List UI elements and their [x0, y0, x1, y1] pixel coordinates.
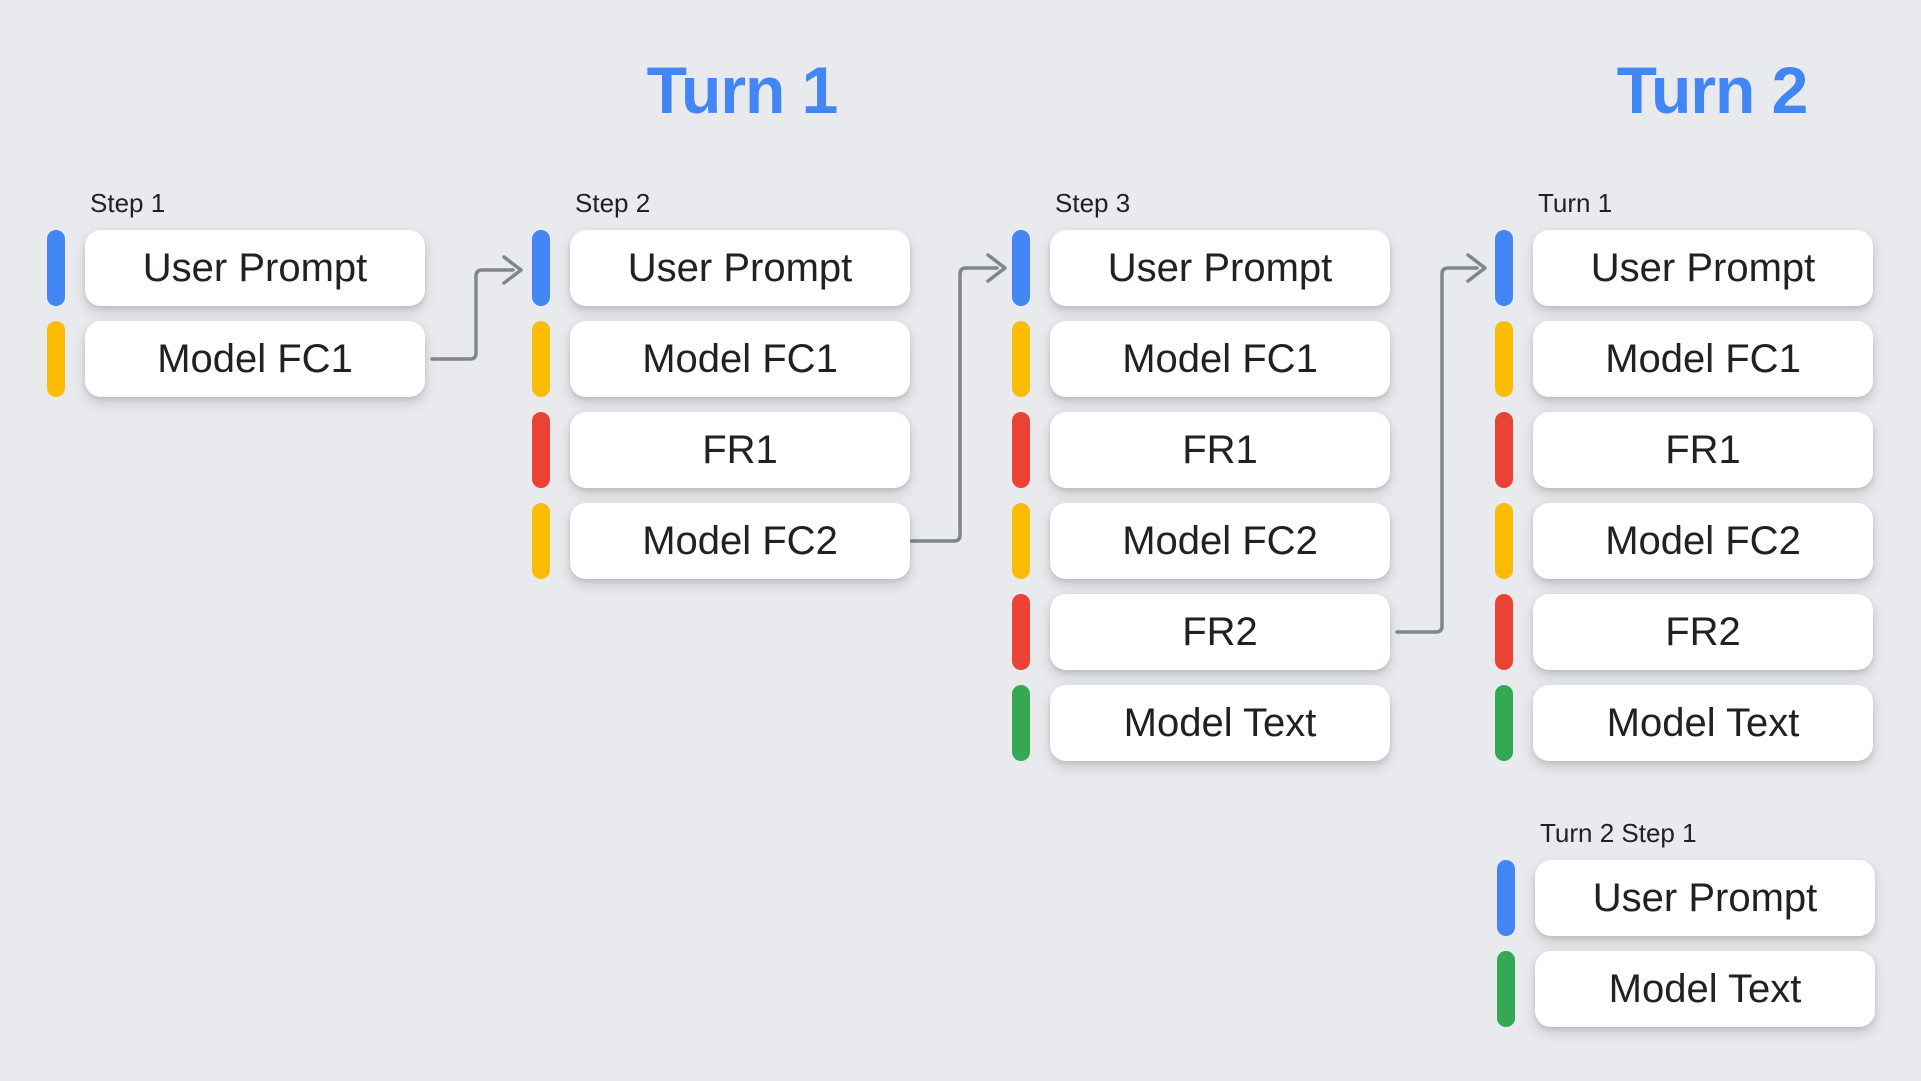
- column-label: Step 2: [575, 188, 651, 218]
- message-box: Model FC1: [570, 321, 910, 397]
- yellow-role-bar: [1495, 503, 1513, 579]
- column-label: Step 3: [1055, 188, 1131, 218]
- message-box: Model FC1: [85, 321, 425, 397]
- green-role-bar: [1497, 951, 1515, 1027]
- message-box: Model FC2: [1533, 503, 1873, 579]
- arrowhead-icon: [502, 255, 523, 285]
- blue-role-bar: [47, 230, 65, 306]
- blue-role-bar: [1012, 230, 1030, 306]
- yellow-role-bar: [47, 321, 65, 397]
- message-box: FR2: [1533, 594, 1873, 670]
- blue-role-bar: [532, 230, 550, 306]
- yellow-role-bar: [1012, 503, 1030, 579]
- message-box: User Prompt: [570, 230, 910, 306]
- message-box: Model FC2: [570, 503, 910, 579]
- red-role-bar: [532, 412, 550, 488]
- turn-2-title: Turn 2: [1616, 53, 1809, 127]
- red-role-bar: [1012, 594, 1030, 670]
- green-role-bar: [1495, 685, 1513, 761]
- message-box: User Prompt: [1533, 230, 1873, 306]
- column-label: Step 1: [90, 188, 166, 218]
- message-box: User Prompt: [1535, 860, 1875, 936]
- blue-role-bar: [1495, 230, 1513, 306]
- column-label: Turn 1: [1538, 188, 1613, 218]
- message-box: Model FC2: [1050, 503, 1390, 579]
- arrowhead-icon: [986, 253, 1007, 283]
- message-box: User Prompt: [85, 230, 425, 306]
- column-label: Turn 2 Step 1: [1540, 818, 1697, 848]
- green-role-bar: [1012, 685, 1030, 761]
- yellow-role-bar: [1012, 321, 1030, 397]
- message-box: Model Text: [1535, 951, 1875, 1027]
- message-box: FR1: [570, 412, 910, 488]
- yellow-role-bar: [532, 503, 550, 579]
- arrow-step1-to-step2: [430, 255, 523, 361]
- arrow-step2-to-step3: [909, 253, 1007, 543]
- turn-1-title: Turn 1: [646, 53, 839, 127]
- blue-role-bar: [1497, 860, 1515, 936]
- yellow-role-bar: [532, 321, 550, 397]
- red-role-bar: [1495, 594, 1513, 670]
- message-box: Model FC1: [1050, 321, 1390, 397]
- red-role-bar: [1012, 412, 1030, 488]
- yellow-role-bar: [1495, 321, 1513, 397]
- red-role-bar: [1495, 412, 1513, 488]
- message-box: User Prompt: [1050, 230, 1390, 306]
- message-box: Model Text: [1533, 685, 1873, 761]
- arrowhead-icon: [1466, 253, 1487, 283]
- message-box: FR2: [1050, 594, 1390, 670]
- message-box: Model FC1: [1533, 321, 1873, 397]
- message-box: Model Text: [1050, 685, 1390, 761]
- message-box: FR1: [1050, 412, 1390, 488]
- arrow-step3-to-turn2: [1395, 253, 1487, 634]
- message-box: FR1: [1533, 412, 1873, 488]
